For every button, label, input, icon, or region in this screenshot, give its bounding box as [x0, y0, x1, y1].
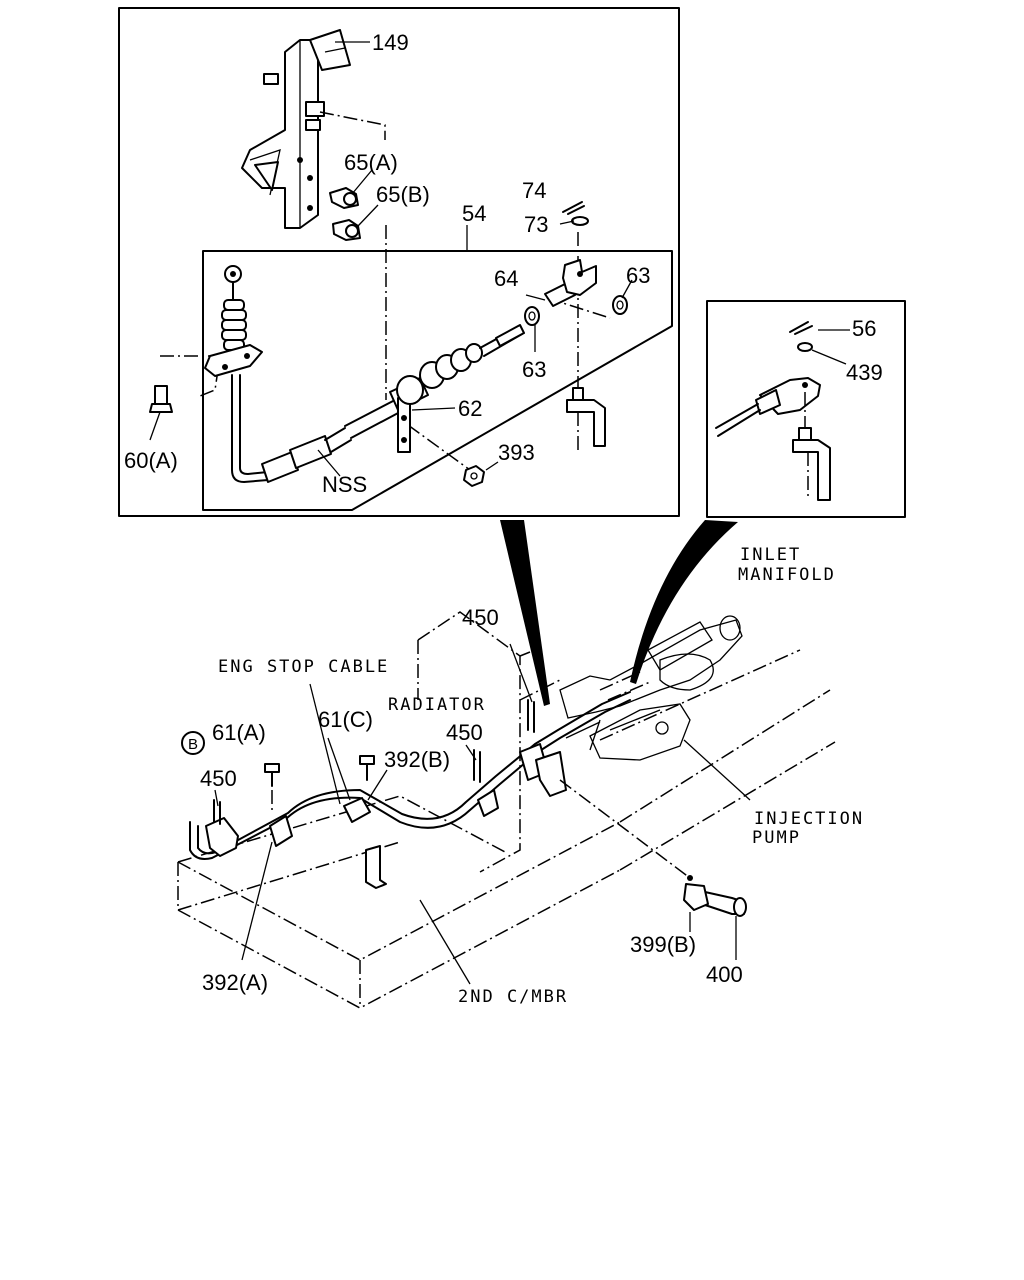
- label-65a: 65(A): [344, 150, 398, 175]
- labels: 149 65(A) 65(B) 74 73 54 64 63 63 62 60(…: [124, 30, 883, 1007]
- label-60a: 60(A): [124, 448, 178, 473]
- bracket-lower: [365, 845, 387, 889]
- lever-post: [566, 387, 606, 450]
- label-manifold: MANIFOLD: [738, 565, 836, 585]
- label-64: 64: [494, 266, 518, 291]
- circle-b-marker: [181, 731, 205, 755]
- callout-pointer-main: [500, 520, 550, 706]
- label-injection: INJECTION: [754, 809, 864, 829]
- label-56: 56: [852, 316, 876, 341]
- clip-450-upper: [527, 699, 535, 733]
- label-450-left: 450: [200, 766, 237, 791]
- injection-pump: [565, 703, 691, 761]
- label-54: 54: [462, 201, 486, 226]
- cable-end-boot: [204, 265, 269, 483]
- label-399b: 399(B): [630, 932, 696, 957]
- nut-393: [463, 465, 485, 487]
- label-65b: 65(B): [376, 182, 430, 207]
- label-61a: 61(A): [212, 720, 266, 745]
- label-74: 74: [522, 178, 546, 203]
- washer-439: [797, 342, 813, 352]
- label-62: 62: [458, 396, 482, 421]
- inlet-manifold: [559, 615, 743, 719]
- label-450-top: 450: [462, 605, 499, 630]
- label-63-right: 63: [626, 263, 650, 288]
- label-149: 149: [372, 30, 409, 55]
- clip-399b: [683, 875, 709, 911]
- subassembly-54-outline: [202, 250, 673, 511]
- bolt-61c: [359, 755, 375, 781]
- label-392a: 392(A): [202, 970, 268, 995]
- label-73: 73: [524, 212, 548, 237]
- lever-right: [715, 377, 831, 501]
- label-63-left: 63: [522, 357, 546, 382]
- bolt-60a: [149, 385, 173, 413]
- washer-73: [571, 216, 589, 226]
- bracket-149: [241, 29, 351, 229]
- radiator-block: [417, 611, 801, 873]
- clip-450-right: [473, 749, 481, 783]
- label-439: 439: [846, 360, 883, 385]
- pin-56: [789, 321, 813, 335]
- nut-63-right: [612, 295, 628, 315]
- label-radiator: RADIATOR: [388, 695, 486, 715]
- label-392b: 392(B): [384, 747, 450, 772]
- cable-nss-section: [261, 399, 401, 483]
- label-393: 393: [498, 440, 535, 465]
- bracket-64: [544, 259, 597, 307]
- label-2nd-cmbr: 2ND C/MBR: [458, 987, 568, 1007]
- pin-74: [562, 201, 585, 215]
- bracket-62: [389, 324, 525, 453]
- nut-63-left: [524, 306, 540, 326]
- label-pump: PUMP: [752, 828, 801, 848]
- callout-pointer-right: [630, 520, 738, 684]
- inset-right-detail: [706, 300, 906, 518]
- clip-450-left: [213, 799, 221, 825]
- label-nss: NSS: [322, 472, 367, 497]
- eng-stop-cable: [189, 691, 631, 860]
- label-400: 400: [706, 962, 743, 987]
- main-view: [177, 611, 836, 1009]
- crossmember-2nd: [177, 689, 836, 1009]
- label-circle-b: B: [188, 736, 198, 753]
- label-inlet: INLET: [740, 545, 801, 565]
- label-450-mid: 450: [446, 720, 483, 745]
- bolt-65a: [329, 187, 359, 209]
- label-61c: 61(C): [318, 707, 373, 732]
- inset-main-detail: [118, 7, 680, 517]
- bolt-61a: [264, 763, 280, 812]
- bolt-65b: [332, 219, 361, 241]
- label-eng-stop-cable: ENG STOP CABLE: [218, 657, 389, 677]
